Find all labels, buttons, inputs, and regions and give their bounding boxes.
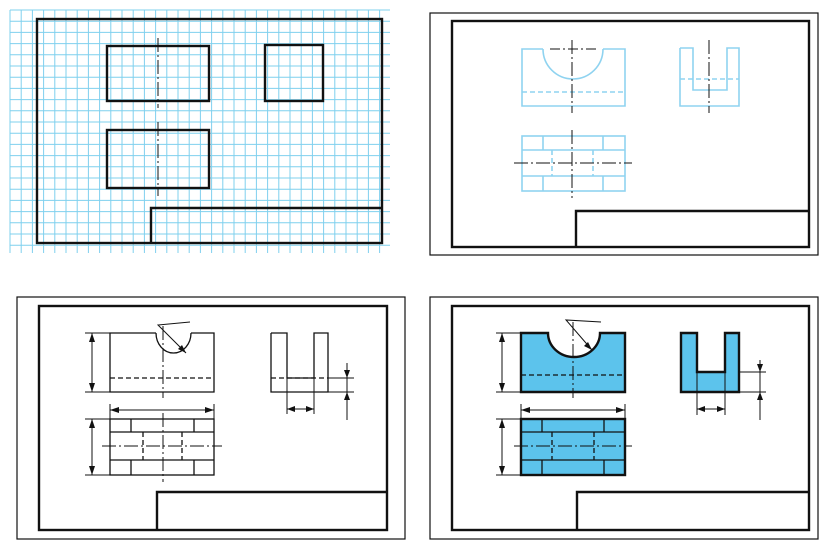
sheet-border <box>35 17 384 245</box>
front-height-dimension <box>496 332 521 393</box>
outer-frame <box>429 12 819 256</box>
panel-3-dimensioned <box>16 296 406 540</box>
side-base-thickness-dimension <box>328 363 354 420</box>
side-slot-width-dimension <box>286 378 315 414</box>
top-view-filled <box>519 417 627 477</box>
sheet-border <box>450 304 811 532</box>
title-block <box>575 490 809 530</box>
outer-frame <box>16 296 406 540</box>
top-width-dimension <box>109 404 215 419</box>
side-slot-width-dimension <box>696 372 726 415</box>
top-width-dimension <box>520 404 626 419</box>
panel-2-construction <box>429 12 819 256</box>
side-base-thickness-dimension <box>739 360 766 420</box>
front-height-dimension <box>85 332 110 393</box>
radius-leader <box>564 319 602 351</box>
top-depth-dimension <box>85 418 110 476</box>
side-view-outline <box>270 332 329 393</box>
radius-leader <box>156 321 191 354</box>
top-depth-dimension <box>496 418 521 476</box>
sheet-border <box>450 19 811 249</box>
side-view-construction <box>679 47 740 107</box>
sheet-border <box>37 304 389 532</box>
title-block <box>155 490 387 530</box>
top-view-outline <box>109 418 215 476</box>
panel-4-finished <box>429 296 819 540</box>
outer-frame <box>429 296 819 540</box>
title-block <box>149 206 382 243</box>
side-view-filled <box>679 331 741 394</box>
front-view-outline <box>109 332 215 393</box>
side-view-box <box>263 43 325 103</box>
panel-1-grid-layout <box>9 9 390 253</box>
front-view-construction <box>521 48 626 107</box>
title-block <box>574 209 809 247</box>
